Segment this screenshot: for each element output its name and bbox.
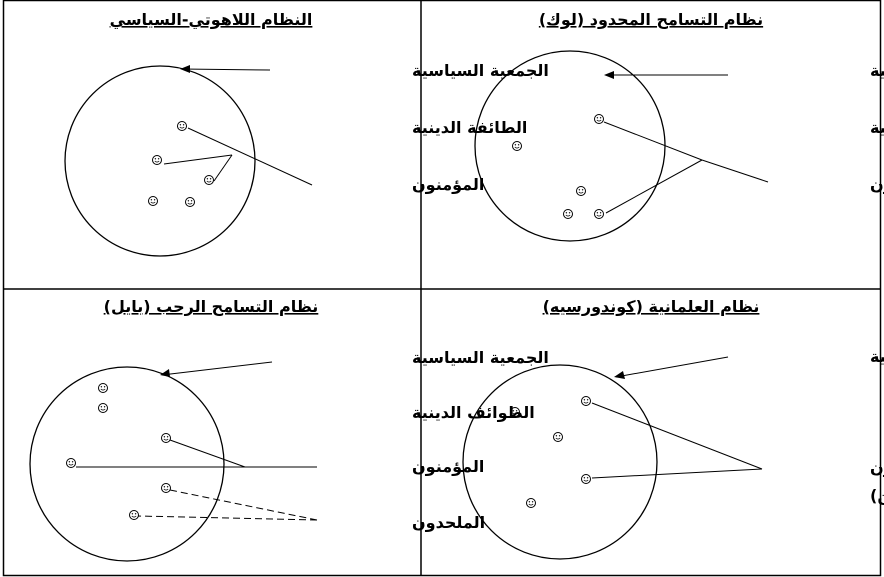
pointer-line — [701, 159, 769, 183]
label-body-politic: الجمعية السياسية — [870, 347, 884, 366]
arrow-line — [181, 68, 271, 71]
panel-theologico-political: النظام اللاهوتي-السياسي الجمعية السياسية… — [64, 10, 549, 257]
arrow-head — [180, 65, 190, 73]
smiley-face-icon — [581, 396, 591, 406]
smiley-face-icon — [526, 498, 536, 508]
smiley-face-icon — [594, 114, 604, 124]
label-atheists: الملحدون — [412, 513, 485, 532]
smiley-face-icon — [161, 483, 171, 493]
arrow-head — [614, 371, 625, 379]
smiley-face-icon — [129, 510, 139, 520]
panel-title: نظام التسامح المحدود (لوك) — [539, 10, 763, 29]
pointer-line — [605, 159, 703, 214]
smiley-face-icon — [553, 432, 563, 442]
pointer-line — [169, 439, 246, 468]
arrow-line — [615, 356, 729, 378]
smiley-face-icon — [576, 186, 586, 196]
label-citizens-note: (مؤمنون وغير مؤمنين) — [870, 486, 884, 505]
label-religious-communities: الطوائف الدينية — [870, 118, 884, 137]
panel-limited-tolerance: نظام التسامح المحدود (لوك) الجمعية السيا… — [474, 10, 884, 242]
panel-title: نظام العلمانية (كوندورسيه) — [543, 297, 760, 316]
panel-title: النظام اللاهوتي-السياسي — [110, 10, 313, 30]
smiley-face-icon — [98, 403, 108, 413]
smiley-face-icon — [148, 196, 158, 206]
label-believers: المؤمنون — [412, 175, 484, 194]
arrow-head — [604, 71, 614, 79]
smiley-face-icon — [563, 209, 573, 219]
smiley-face-icon — [98, 383, 108, 393]
label-religious-communities: الطوائف الدينية — [412, 403, 535, 422]
pointer-line — [603, 121, 703, 161]
pointer-line — [187, 127, 313, 186]
label-religious-community: الطائفة الدينية — [412, 118, 527, 137]
pointer-line — [213, 154, 233, 182]
body-politic-circle — [29, 366, 225, 562]
body-politic-circle — [462, 364, 658, 560]
label-body-politic: الجمعية السياسية — [412, 348, 549, 367]
smiley-face-icon — [204, 175, 214, 185]
panel-title: نظام التسامح الرحب (بايل) — [104, 297, 319, 316]
panel-broad-tolerance: نظام التسامح الرحب (بايل) الجمعية السياس… — [29, 297, 549, 562]
label-believers: المؤمنون — [412, 457, 484, 476]
label-citizens: الموطنون — [870, 458, 884, 477]
pointer-line — [591, 468, 763, 479]
arrow-head — [160, 369, 170, 377]
smiley-face-icon — [185, 197, 195, 207]
smiley-face-icon — [581, 474, 591, 484]
label-body-politic: الجمعية السياسية — [412, 61, 549, 80]
pointer-line — [591, 402, 763, 470]
smiley-face-icon — [510, 407, 520, 417]
dashed-pointer-line — [169, 489, 318, 521]
body-politic-circle — [64, 65, 256, 257]
pointer-line — [163, 154, 233, 165]
dashed-pointer-line — [137, 515, 318, 521]
smiley-face-icon — [594, 209, 604, 219]
arrow-line — [161, 361, 273, 376]
smiley-face-icon — [66, 458, 76, 468]
smiley-face-icon — [512, 141, 522, 151]
label-body-politic: الجمعية السياسية — [870, 61, 884, 80]
panel-secularism: نظام العلمانية (كوندورسيه) الجمعية السيا… — [462, 297, 884, 560]
smiley-face-icon — [152, 155, 162, 165]
label-believers: المؤمنون — [870, 175, 884, 194]
smiley-face-icon — [161, 433, 171, 443]
smiley-face-icon — [177, 121, 187, 131]
